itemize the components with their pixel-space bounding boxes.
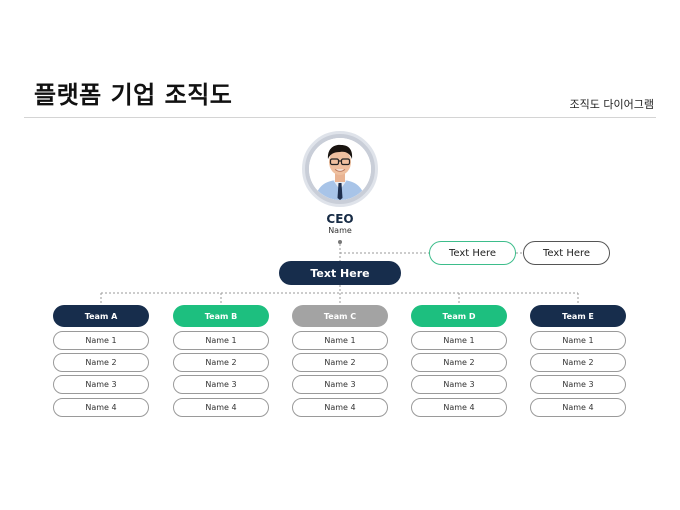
team-b-header: Team B	[173, 305, 269, 327]
team-c-header: Team C	[292, 305, 388, 327]
team-e-member-3: Name 3	[530, 375, 626, 394]
team-a-member-2: Name 2	[53, 353, 149, 372]
team-d-member-1: Name 1	[411, 331, 507, 350]
team-a-label: Team A	[84, 311, 118, 321]
team-b-member-1: Name 1	[173, 331, 269, 350]
team-d-member-2: Name 2	[411, 353, 507, 372]
title-divider	[24, 117, 656, 118]
team-c-member-2: Name 2	[292, 353, 388, 372]
team-a-member-1: Name 1	[53, 331, 149, 350]
team-d-member-3: Name 3	[411, 375, 507, 394]
ceo-name: Name	[328, 226, 352, 235]
team-a-member-3: Name 3	[53, 375, 149, 394]
side-box-green: Text Here	[429, 241, 516, 265]
team-c-member-1: Name 1	[292, 331, 388, 350]
team-b-label: Team B	[204, 311, 238, 321]
ceo-dot	[338, 240, 342, 244]
side-box-outline-label: Text Here	[542, 247, 591, 259]
team-e-member-2: Name 2	[530, 353, 626, 372]
team-d-label: Team D	[442, 311, 476, 321]
team-b-member-3: Name 3	[173, 375, 269, 394]
ceo-avatar	[302, 131, 378, 207]
team-e-label: Team E	[562, 311, 594, 321]
ceo-portrait	[309, 138, 371, 200]
ceo-title: CEO	[326, 212, 354, 226]
side-box-outline: Text Here	[523, 241, 610, 265]
page-subtitle: 조직도 다이어그램	[569, 98, 654, 111]
team-d-header: Team D	[411, 305, 507, 327]
team-b-member-4: Name 4	[173, 398, 269, 417]
main-box: Text Here	[279, 261, 401, 285]
team-c-member-4: Name 4	[292, 398, 388, 417]
team-c-label: Team C	[323, 311, 357, 321]
team-d-member-4: Name 4	[411, 398, 507, 417]
team-e-member-1: Name 1	[530, 331, 626, 350]
side-box-green-label: Text Here	[448, 247, 497, 259]
team-b-member-2: Name 2	[173, 353, 269, 372]
team-e-header: Team E	[530, 305, 626, 327]
team-a-header: Team A	[53, 305, 149, 327]
team-c-member-3: Name 3	[292, 375, 388, 394]
team-e-member-4: Name 4	[530, 398, 626, 417]
page-title: 플랫폼 기업 조직도	[34, 81, 233, 109]
main-box-label: Text Here	[310, 266, 370, 280]
team-a-member-4: Name 4	[53, 398, 149, 417]
